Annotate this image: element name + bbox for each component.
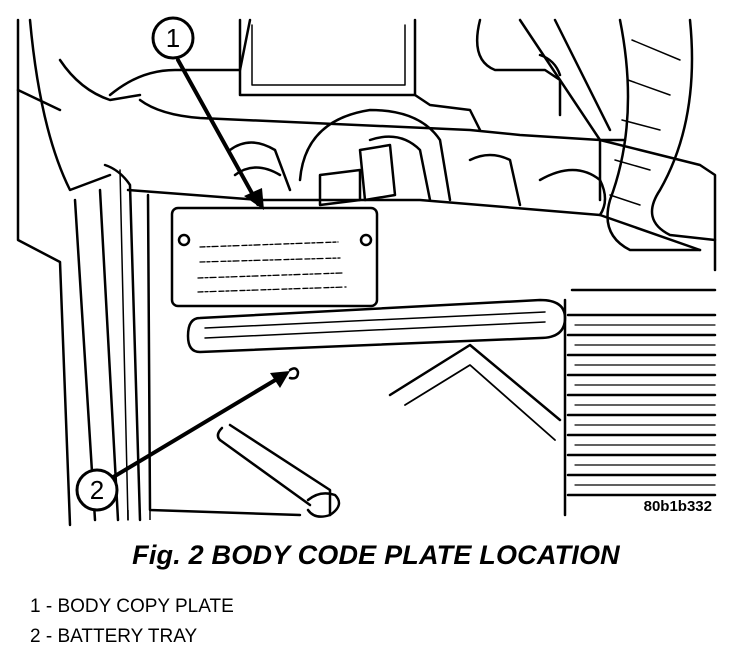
legend-item-2: 2 - BATTERY TRAY bbox=[30, 626, 198, 647]
leader-lines bbox=[103, 58, 284, 484]
figure-code: 80b1b332 bbox=[644, 498, 712, 515]
battery-ribs bbox=[563, 288, 717, 517]
upper-engine-components bbox=[108, 18, 717, 272]
arrowhead-2 bbox=[270, 371, 290, 388]
callout-1: 1 bbox=[151, 16, 195, 60]
line-drawing: 1 2 80b1b332 bbox=[16, 16, 717, 527]
arrowhead-1 bbox=[244, 188, 264, 210]
callout-2-number: 2 bbox=[90, 475, 104, 505]
callout-1-number: 1 bbox=[166, 23, 180, 53]
body-code-plate bbox=[170, 206, 379, 308]
callout-2: 2 bbox=[75, 468, 119, 512]
legend-item-1: 1 - BODY COPY PLATE bbox=[30, 596, 234, 617]
battery-tray bbox=[126, 188, 702, 518]
figure-caption: Fig. 2 BODY CODE PLATE LOCATION bbox=[132, 540, 620, 570]
left-housing-outline bbox=[16, 18, 142, 527]
bottom-tick-marks bbox=[127, 510, 151, 520]
legend: 1 - BODY COPY PLATE 2 - BATTERY TRAY bbox=[30, 592, 234, 652]
